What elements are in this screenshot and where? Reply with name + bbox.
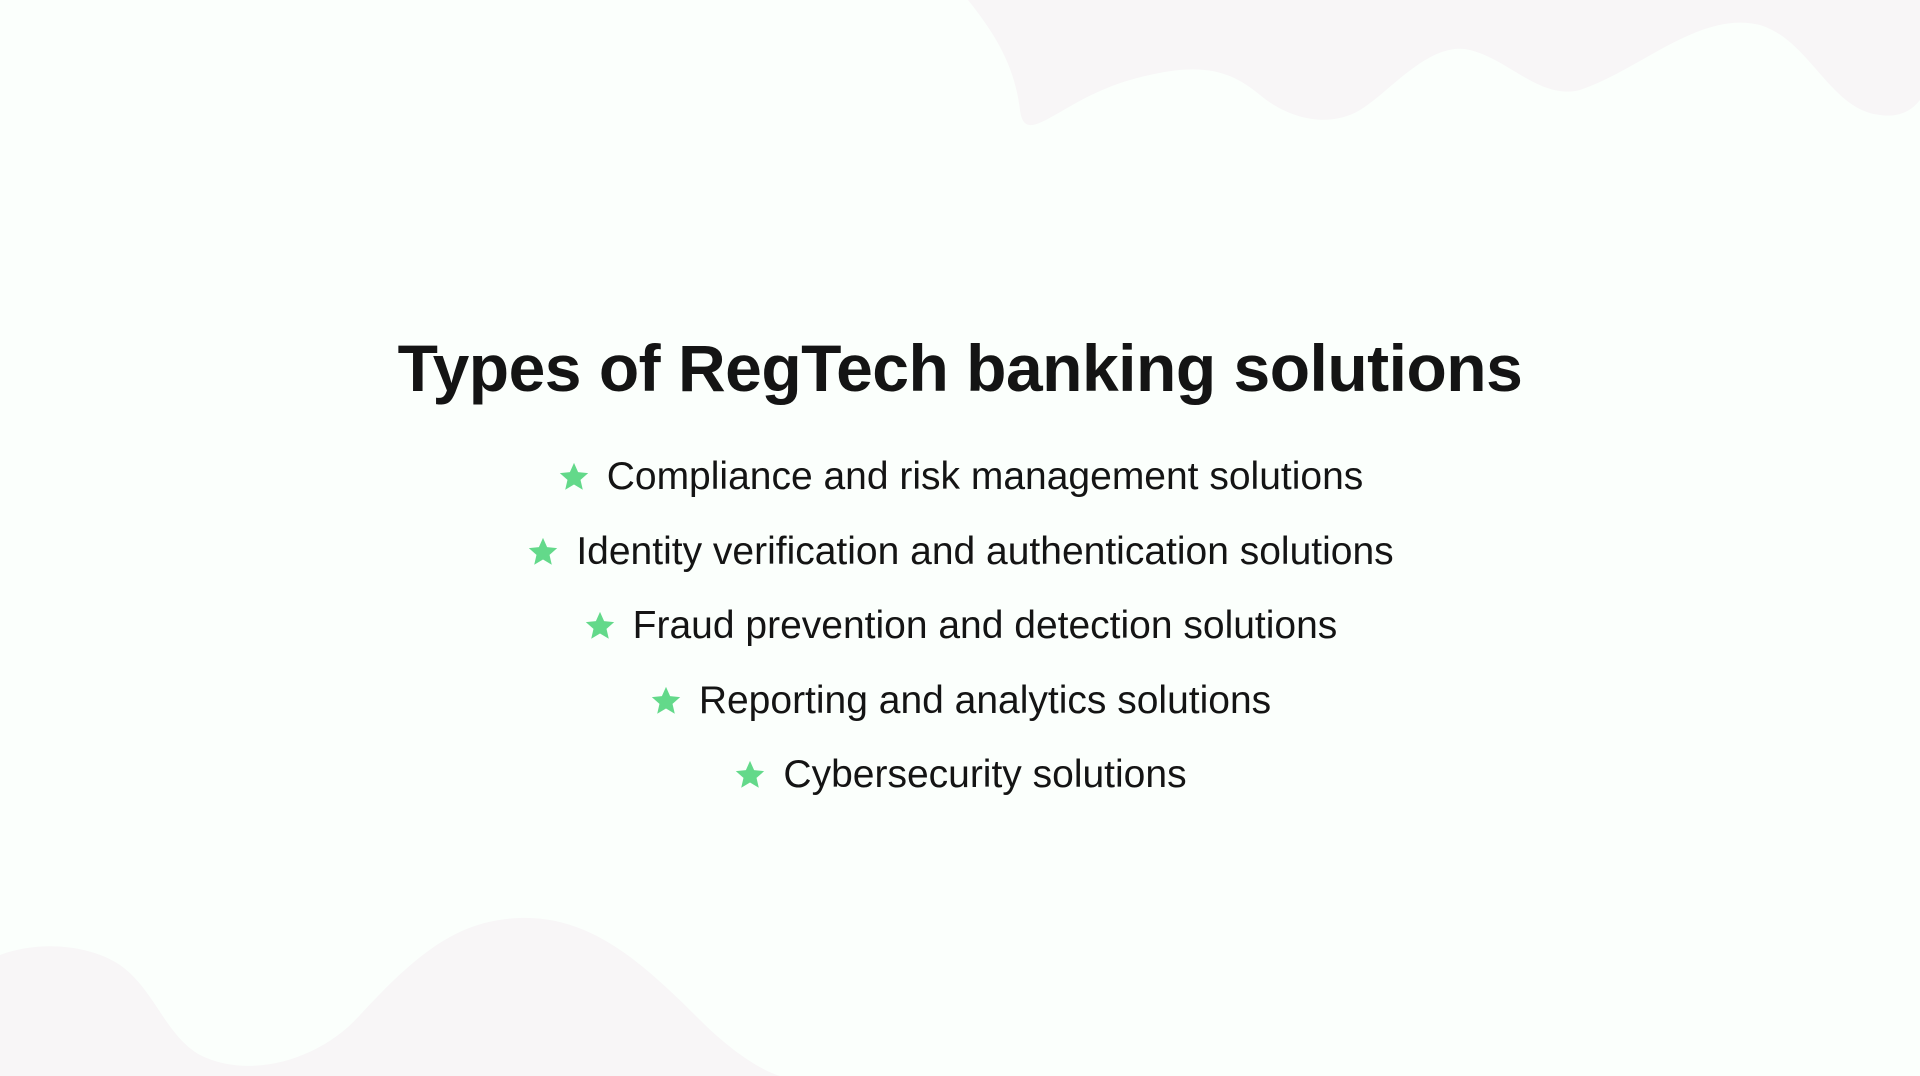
top-right-blob: [968, 0, 1920, 126]
star-icon: [585, 612, 614, 639]
star-icon: [736, 761, 765, 788]
list-item: Cybersecurity solutions: [733, 738, 1187, 813]
slide-title: Types of RegTech banking solutions: [397, 331, 1523, 406]
list-item-label: Fraud prevention and detection solutions: [632, 604, 1338, 648]
star-icon: [651, 686, 680, 714]
star-icon: [529, 537, 558, 565]
list-item: Reporting and analytics solutions: [649, 664, 1271, 739]
list-item-label: Identity verification and authentication…: [576, 529, 1394, 573]
list-item-label: Cybersecurity solutions: [783, 753, 1187, 797]
bottom-left-blob: [0, 917, 780, 1076]
list-item: Compliance and risk management solutions: [557, 440, 1364, 515]
solutions-list: Compliance and risk management solutions…: [0, 440, 1920, 813]
list-item: Fraud prevention and detection solutions: [583, 589, 1338, 664]
list-item-label: Reporting and analytics solutions: [698, 678, 1272, 722]
list-item-label: Compliance and risk management solutions: [606, 455, 1364, 499]
list-item: Identity verification and authentication…: [526, 515, 1394, 590]
star-icon: [559, 463, 588, 490]
